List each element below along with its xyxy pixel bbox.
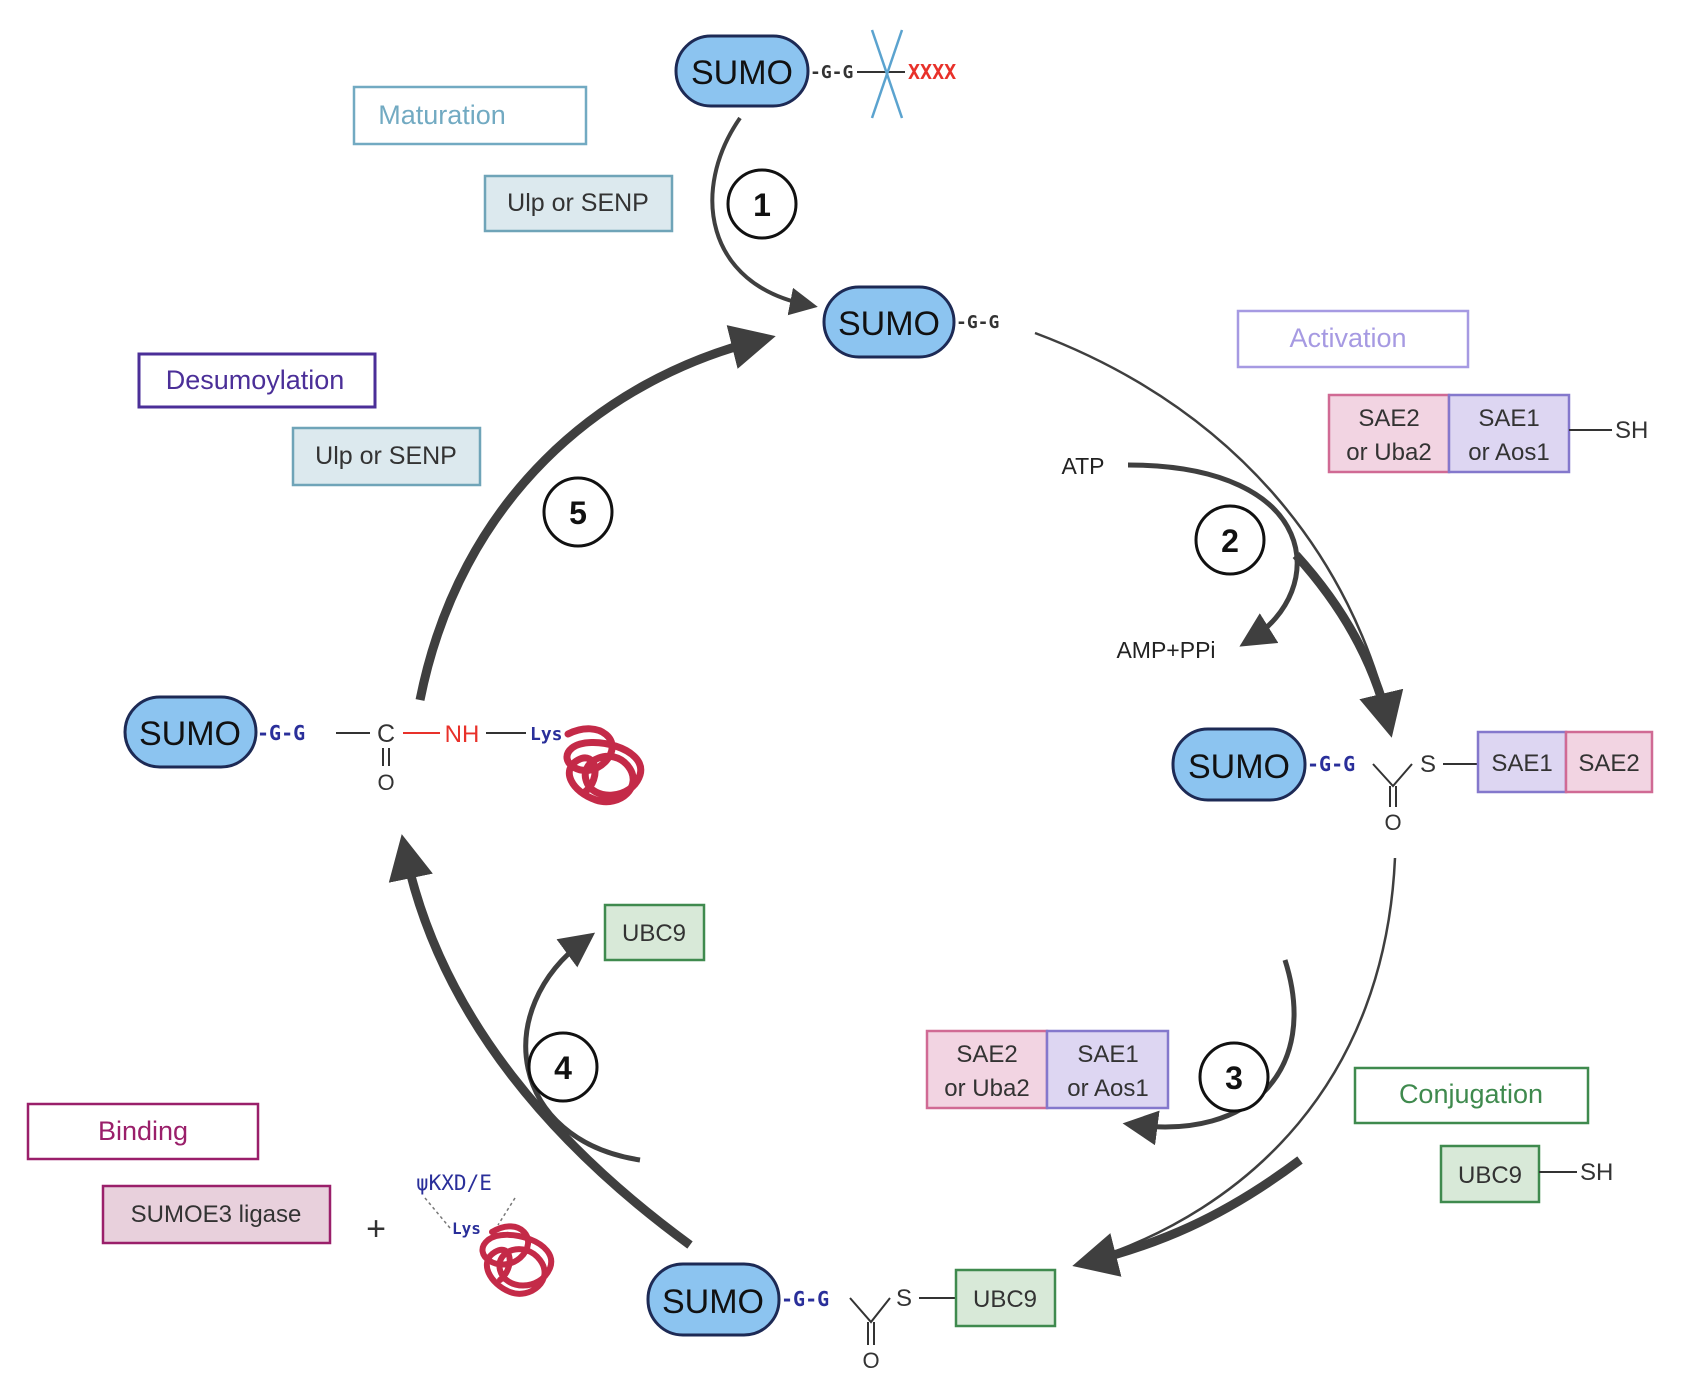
activation-e1-sae1: SAE1 or Aos1 <box>1447 393 1571 474</box>
gg-tail: -G-G <box>781 1287 829 1311</box>
binding-arrow <box>388 834 693 1249</box>
svg-text:SUMOE3 ligase: SUMOE3 ligase <box>131 1201 302 1228</box>
svg-text:SAE1: SAE1 <box>1478 405 1539 432</box>
thioester-sulfur: S <box>896 1285 912 1312</box>
activation-label: Activation <box>1236 309 1470 369</box>
activation-arrow-head <box>1292 551 1404 738</box>
svg-text:SAE2: SAE2 <box>956 1041 1017 1068</box>
substrate-protein: ψKXD/E Lys <box>416 1171 555 1297</box>
desumoylation-arrow <box>415 325 776 701</box>
activation-e1-sae2: SAE2 or Uba2 <box>1327 393 1451 474</box>
svg-text:UBC9: UBC9 <box>622 920 686 947</box>
protein-squiggle <box>563 725 645 806</box>
step-1-circle: 1 <box>726 168 798 240</box>
svg-text:SAE2: SAE2 <box>1358 405 1419 432</box>
step-3-circle: 3 <box>1198 1041 1270 1113</box>
conjugation-arrow-head <box>1072 1156 1303 1277</box>
cleavage-mark <box>870 29 904 119</box>
amide-nh: NH <box>445 721 480 748</box>
step-4-circle: 4 <box>527 1031 599 1103</box>
sumoylated-substrate: SUMO -G-G C O NH Lys <box>123 695 645 806</box>
desumoylation-enzyme-ulp-senp: Ulp or SENP <box>291 426 482 487</box>
svg-text:or Uba2: or Uba2 <box>944 1075 1029 1102</box>
maturation-enzyme-ulp-senp: Ulp or SENP <box>483 174 674 233</box>
sumo-sae-thioester: SUMO -G-G O S SAE1 SAE2 <box>1171 727 1654 835</box>
sumo-label: SUMO <box>1188 748 1290 786</box>
carbonyl-oxygen: O <box>377 770 394 795</box>
sumo-ubc9-thioester: SUMO -G-G O S UBC9 <box>646 1262 1057 1373</box>
atp-label: ATP <box>1061 453 1104 479</box>
svg-text:or Aos1: or Aos1 <box>1468 439 1549 466</box>
svg-text:Ulp or SENP: Ulp or SENP <box>507 189 649 217</box>
svg-text:Binding: Binding <box>98 1116 188 1146</box>
cycle-arrows <box>388 116 1404 1277</box>
sumo-label: SUMO <box>662 1283 764 1321</box>
svg-text:SAE1: SAE1 <box>1077 1041 1138 1068</box>
step-4-number: 4 <box>554 1050 572 1086</box>
sumo-label: SUMO <box>691 54 793 92</box>
activation-arrow <box>1034 331 1392 723</box>
sae1-thiol: SH <box>1615 417 1648 444</box>
atp-arrow <box>1127 462 1300 647</box>
gg-tail: -G-G <box>257 721 305 745</box>
carbonyl-oxygen: O <box>1384 810 1401 835</box>
sae1-box: SAE1 <box>1491 750 1552 777</box>
mature-sumo: SUMO -G-G <box>822 285 999 359</box>
maturation-label: Maturation <box>352 85 588 146</box>
released-sae2: SAE2 or Uba2 <box>925 1029 1049 1110</box>
svg-text:or Aos1: or Aos1 <box>1067 1075 1148 1102</box>
svg-text:UBC9: UBC9 <box>1458 1162 1522 1189</box>
gg-tail: -G-G <box>810 62 853 83</box>
protein-squiggle <box>479 1223 555 1297</box>
released-ubc9: UBC9 <box>603 903 706 962</box>
svg-text:Conjugation: Conjugation <box>1399 1079 1543 1109</box>
gg-tail: -G-G <box>1307 752 1355 776</box>
sae2-box: SAE2 <box>1578 750 1639 777</box>
lysine-label: Lys <box>530 724 563 745</box>
conjugation-arrow <box>1084 857 1397 1264</box>
xxxx-tail: XXXX <box>908 60 956 84</box>
svg-text:Ulp or SENP: Ulp or SENP <box>315 442 457 470</box>
step-3-number: 3 <box>1225 1060 1243 1096</box>
svg-text:or Uba2: or Uba2 <box>1346 439 1431 466</box>
step-2-circle: 2 <box>1194 504 1266 576</box>
binding-label: Binding <box>26 1102 260 1161</box>
step-5-number: 5 <box>569 495 587 531</box>
sumo-label: SUMO <box>139 715 241 753</box>
svg-text:Maturation: Maturation <box>378 100 506 130</box>
lysine-label: Lys <box>452 1219 481 1238</box>
svg-text:Desumoylation: Desumoylation <box>166 365 345 395</box>
carbonyl-oxygen: O <box>862 1348 879 1373</box>
ubc9-thiol: SH <box>1580 1159 1613 1186</box>
ubc9-box: UBC9 <box>973 1286 1037 1313</box>
step-5-circle: 5 <box>542 476 614 548</box>
precursor-sumo: SUMO -G-G XXXX <box>674 29 956 119</box>
gg-tail: -G-G <box>956 312 999 333</box>
conjugation-ubc9: UBC9 <box>1439 1144 1541 1204</box>
carbonyl-carbon: C <box>377 720 395 748</box>
released-sae1: SAE1 or Aos1 <box>1045 1029 1170 1110</box>
desumoylation-label: Desumoylation <box>137 352 377 409</box>
sumo-label: SUMO <box>838 305 940 343</box>
step-2-number: 2 <box>1221 523 1239 559</box>
conjugation-label: Conjugation <box>1353 1066 1590 1125</box>
amp-ppi-label: AMP+PPi <box>1116 637 1215 663</box>
plus-sign: + <box>366 1210 386 1248</box>
maturation-arrow <box>710 116 818 316</box>
consensus-motif: ψKXD/E <box>416 1171 492 1195</box>
thioester-sulfur: S <box>1420 751 1436 778</box>
svg-text:Activation: Activation <box>1289 323 1406 353</box>
step-1-number: 1 <box>753 187 771 223</box>
e3-ligase: SUMOE3 ligase <box>101 1184 332 1245</box>
